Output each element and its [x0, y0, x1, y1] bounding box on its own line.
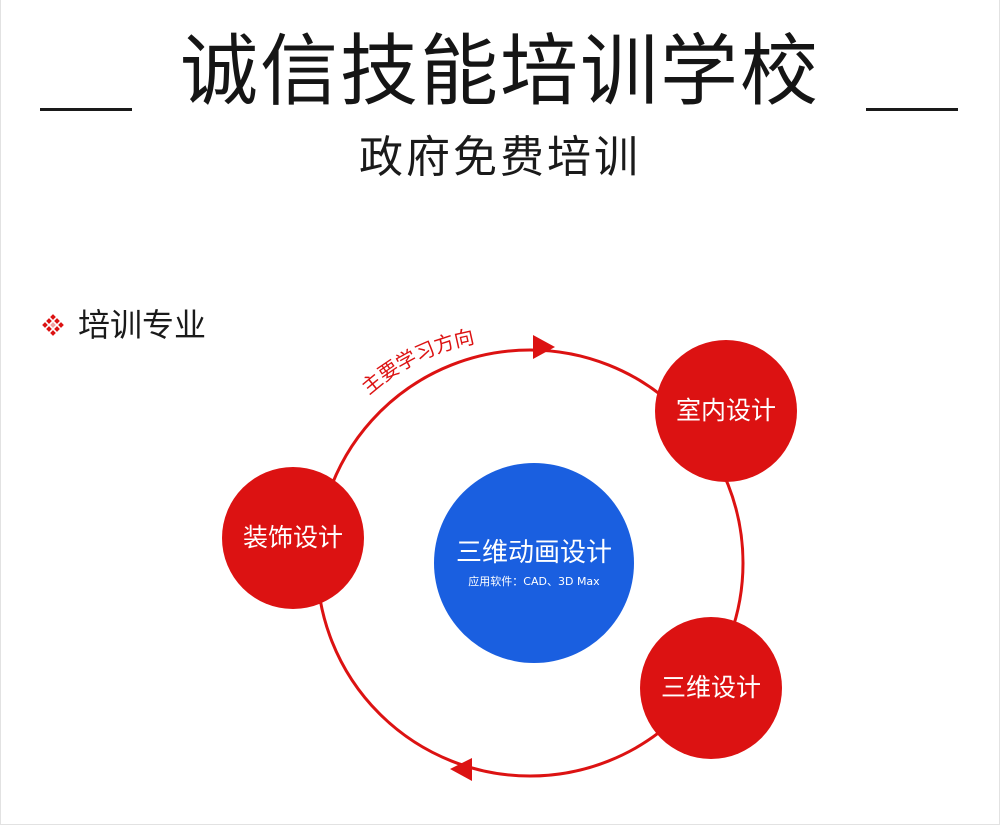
- center-node-note: 应用软件：CAD、3D Max: [468, 575, 600, 588]
- title-row: 诚信技能培训学校: [0, 22, 1000, 122]
- node-label: 装饰设计: [242, 523, 343, 552]
- center-node: 三维动画设计 应用软件：CAD、3D Max: [434, 463, 634, 663]
- section-heading: 培训专业: [42, 300, 206, 350]
- center-node-label: 三维动画设计: [455, 538, 612, 568]
- title-right-rule: [866, 108, 958, 111]
- node-label: 三维设计: [660, 673, 761, 702]
- title-left-rule: [40, 108, 132, 111]
- page-title: 诚信技能培训学校: [179, 27, 820, 117]
- arrowhead-top: [533, 335, 555, 359]
- node-decoration-design: 装饰设计: [222, 467, 364, 609]
- node-interior-design: 室内设计: [655, 340, 797, 482]
- section-label: 培训专业: [78, 306, 207, 344]
- page-subtitle: 政府免费培训: [359, 132, 641, 183]
- diamond-pattern-icon: [42, 314, 64, 336]
- arrowhead-bottom: [450, 758, 472, 781]
- node-3d-design: 三维设计: [640, 617, 782, 759]
- node-label: 室内设计: [675, 396, 776, 425]
